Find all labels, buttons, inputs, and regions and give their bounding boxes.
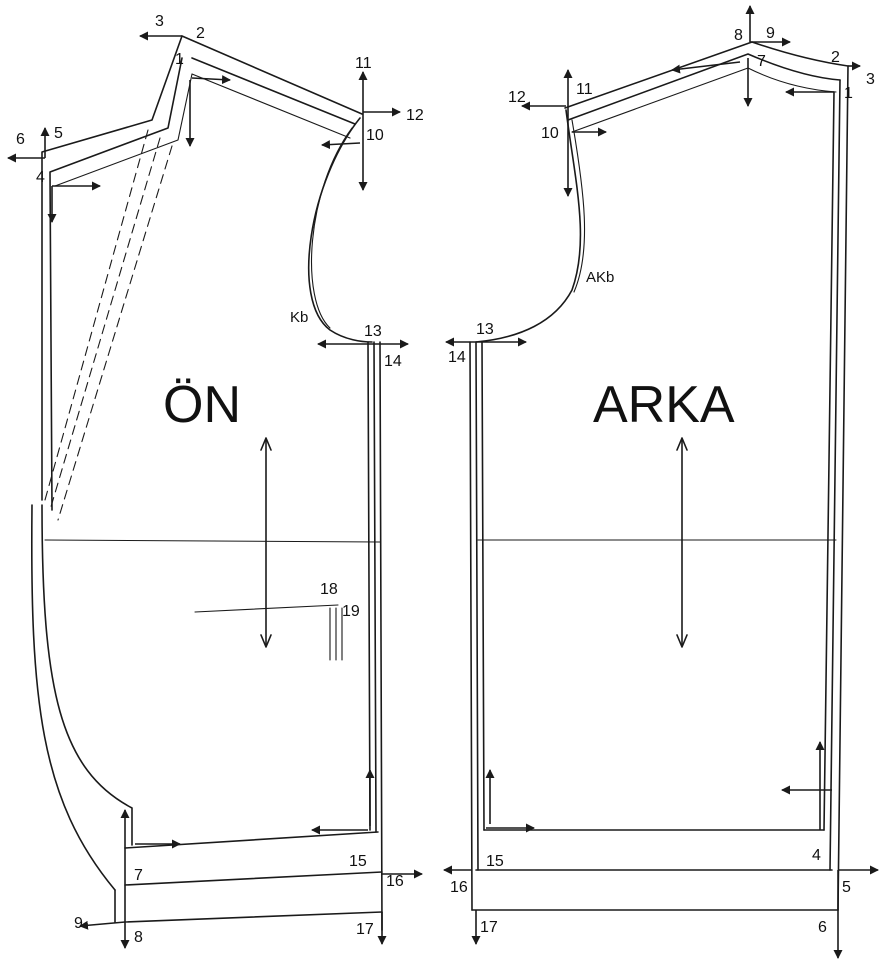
front-label-6: 6 <box>16 131 25 148</box>
front-label-11: 11 <box>355 55 372 72</box>
back-side-seam-1 <box>469 341 473 911</box>
back-center-2 <box>829 79 841 871</box>
front-title: ÖN <box>163 376 241 434</box>
front-label-4: 4 <box>36 169 45 186</box>
back-grain-arrows <box>676 437 688 648</box>
front-label-1: 1 <box>175 51 184 68</box>
front-lapel-dash-1 <box>44 129 149 501</box>
back-label-16: 16 <box>450 879 468 896</box>
back-piece: 8 9 7 2 3 1 11 12 10 AKb 13 14 ARKA 4 15… <box>443 5 879 959</box>
front-hem-bottom <box>124 911 383 923</box>
front-lapel-dash-3 <box>57 145 173 521</box>
front-armhole-inner <box>311 127 353 329</box>
front-arrow-10-left <box>321 140 361 150</box>
front-edge-outer <box>31 504 116 891</box>
back-label-9: 9 <box>766 25 775 42</box>
front-label-9: 9 <box>74 915 83 932</box>
back-title: ARKA <box>593 376 735 434</box>
front-label-16: 16 <box>386 873 404 890</box>
front-piece: 3 2 1 5 6 4 11 12 10 Kb 13 14 ÖN 18 19 1… <box>7 13 424 949</box>
front-label-10: 10 <box>366 127 384 144</box>
back-label-4: 4 <box>812 847 821 864</box>
front-shoulder-inner <box>49 57 356 511</box>
front-shoulder-seam <box>54 73 351 187</box>
back-label-2: 2 <box>831 49 840 66</box>
front-waist-line <box>44 539 381 543</box>
back-shoulder-outer <box>564 41 849 109</box>
front-label-17: 17 <box>356 921 374 938</box>
back-label-6: 6 <box>818 919 827 936</box>
front-label-3: 3 <box>155 13 164 30</box>
back-shoulder-inner <box>567 53 841 121</box>
front-label-2: 2 <box>196 25 205 42</box>
front-label-15: 15 <box>349 853 367 870</box>
back-label-14: 14 <box>448 349 466 366</box>
back-label-10: 10 <box>541 125 559 142</box>
back-label-13: 13 <box>476 321 494 338</box>
front-label-8: 8 <box>134 929 143 946</box>
back-arrow-7-left <box>671 61 741 74</box>
front-label-12: 12 <box>406 107 424 124</box>
front-arrow-1-right <box>191 75 231 85</box>
front-notch-label: Kb <box>290 309 308 326</box>
front-lapel-dash-2 <box>49 137 161 511</box>
front-hem-top <box>124 831 379 849</box>
back-label-8: 8 <box>734 27 743 44</box>
front-label-14: 14 <box>384 353 402 370</box>
front-label-5: 5 <box>54 125 63 142</box>
front-armhole <box>307 117 373 343</box>
back-armhole <box>475 109 582 343</box>
front-label-19: 19 <box>342 603 360 620</box>
back-center-3 <box>823 91 835 831</box>
front-arrow-9 <box>79 920 126 930</box>
back-side-seam-3 <box>481 341 485 831</box>
front-label-7: 7 <box>134 867 143 884</box>
back-notch-label: AKb <box>586 269 614 286</box>
front-hem-mid <box>124 871 383 886</box>
front-label-13: 13 <box>364 323 382 340</box>
front-grain-arrows <box>260 437 272 648</box>
back-label-15: 15 <box>486 853 504 870</box>
front-side-seam-1 <box>367 341 371 831</box>
back-label-7: 7 <box>757 53 766 70</box>
front-side-seam-2 <box>373 341 377 833</box>
back-shoulder-seam <box>571 67 837 133</box>
front-side-seam-3 <box>379 341 383 931</box>
back-side-seam-2 <box>475 341 479 871</box>
back-center-1 <box>837 65 849 911</box>
front-label-18: 18 <box>320 581 338 598</box>
back-label-1: 1 <box>844 85 853 102</box>
back-label-11: 11 <box>576 81 593 98</box>
back-label-3: 3 <box>866 71 875 88</box>
front-edge-inner <box>41 504 133 846</box>
back-armhole-inner <box>571 119 586 293</box>
back-label-17: 17 <box>480 919 498 936</box>
back-label-5: 5 <box>842 879 851 896</box>
front-shoulder-outer <box>41 35 363 501</box>
back-label-12: 12 <box>508 89 526 106</box>
